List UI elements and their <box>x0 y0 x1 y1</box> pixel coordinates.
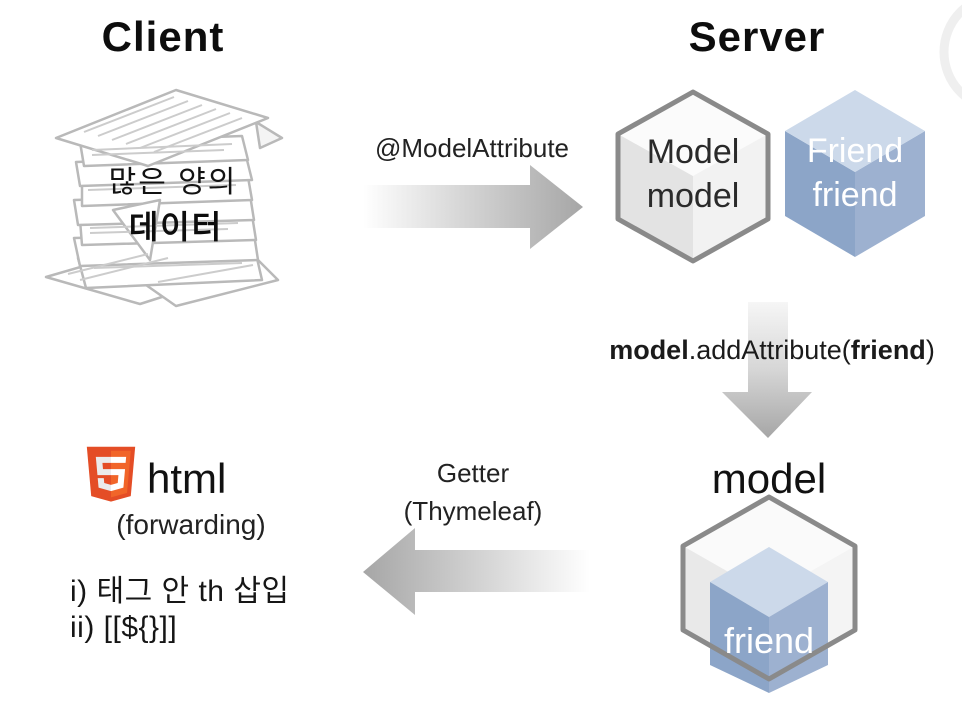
client-heading: Client <box>101 13 225 60</box>
response-arrow-icon <box>363 528 590 615</box>
friend-cube-label: Friend friend <box>806 132 904 214</box>
paper-stack-label-line2: 데이터 <box>128 209 224 245</box>
result-cube-icon <box>680 494 858 693</box>
friend-cube-icon <box>785 90 925 257</box>
html-label: html <box>147 455 227 502</box>
response-arrow-label-line2: (Thymeleaf) <box>403 496 543 526</box>
model-cube-icon <box>615 89 771 264</box>
server-heading: Server <box>688 13 826 60</box>
request-arrow-label: @ModelAttribute <box>374 133 570 163</box>
code-object: model <box>609 335 689 365</box>
thymeleaf-note-2: ii) [[${}]] <box>70 611 178 644</box>
result-model-label: model <box>711 455 827 502</box>
html5-logo-icon <box>86 446 136 502</box>
forwarding-label: (forwarding) <box>116 509 266 540</box>
code-argument: friend <box>850 335 926 365</box>
add-attribute-code: model.addAttribute(friend) <box>609 335 935 366</box>
model-cube-label: Model model <box>646 133 740 215</box>
code-method: .addAttribute( <box>688 335 851 365</box>
code-close: ) <box>925 335 935 365</box>
request-arrow-icon <box>363 165 583 249</box>
add-attribute-arrow-icon <box>722 302 812 438</box>
thymeleaf-note-1: i) 태그 안 th 삽입 <box>70 575 290 608</box>
paper-stack-label-line1: 많은 양의 <box>108 166 238 199</box>
response-arrow-label-line1: Getter <box>436 458 510 488</box>
result-cube-friend-label: friend <box>723 620 815 661</box>
paper-stack-icon <box>44 88 284 308</box>
decorative-ring <box>939 4 962 100</box>
